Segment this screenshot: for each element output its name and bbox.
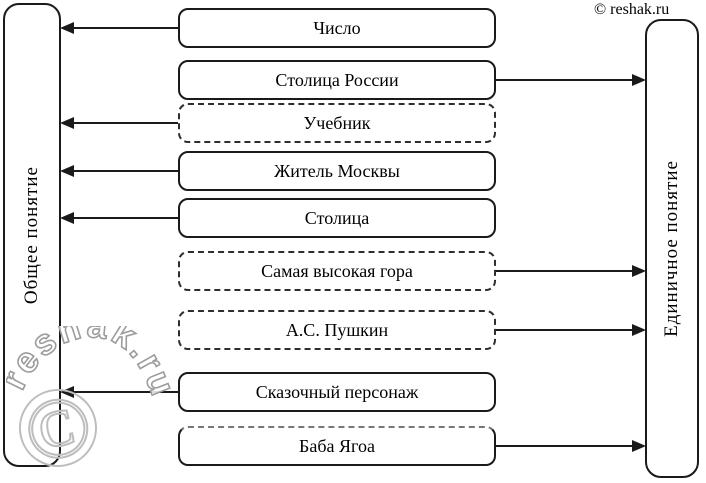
copyright-glyph: © — [16, 374, 100, 481]
arrow-left-line — [72, 217, 178, 219]
general-concept-box: Общее понятие — [3, 3, 61, 467]
arrow-right-head-icon — [632, 265, 646, 277]
arrow-left-head-icon — [60, 22, 74, 34]
reshak-watermark: reshak.ru © — [6, 326, 183, 483]
concept-item-label: Столица России — [275, 69, 399, 90]
arrow-right-line — [496, 270, 632, 272]
arrow-left-head-icon — [60, 165, 74, 177]
arrow-left-line — [72, 170, 178, 172]
arrow-left-head-icon — [60, 386, 74, 398]
arrow-left-line — [72, 391, 178, 393]
concept-item-box: Столица — [178, 198, 496, 238]
general-concept-label: Общее понятие — [21, 165, 42, 305]
concept-item-label: Сказочный персонаж — [255, 381, 419, 402]
concept-item-box: Самая высокая гора — [178, 251, 496, 291]
concept-item-box: Учебник — [178, 103, 496, 143]
single-concept-box: Единичное понятие — [645, 19, 699, 478]
arrow-right-line — [496, 79, 632, 81]
concept-item-box: Баба Ягоа — [178, 426, 496, 466]
concept-item-label: Житель Москвы — [274, 160, 400, 181]
copyright-icon: © — [15, 373, 101, 482]
concept-item-box: Число — [178, 8, 496, 48]
concept-item-label: Число — [313, 17, 361, 38]
arrow-right-head-icon — [632, 74, 646, 86]
concept-item-box: Сказочный персонаж — [178, 372, 496, 412]
concept-item-label: Самая высокая гора — [261, 260, 413, 281]
concept-item-label: Столица — [304, 207, 370, 228]
concept-item-label: А.С. Пушкин — [285, 319, 389, 340]
arrow-right-head-icon — [632, 440, 646, 452]
arrow-left-line — [72, 27, 178, 29]
watermark-top-right: © reshak.ru — [594, 1, 670, 18]
arrow-right-line — [496, 329, 632, 331]
concept-item-box: Житель Москвы — [178, 151, 496, 191]
concept-item-box: А.С. Пушкин — [178, 310, 496, 350]
arrow-right-head-icon — [632, 324, 646, 336]
single-concept-label: Единичное понятие — [661, 160, 682, 337]
concept-item-label: Баба Ягоа — [299, 435, 375, 456]
concept-item-box: Столица России — [178, 60, 496, 100]
arrow-left-line — [72, 122, 178, 124]
arrow-left-head-icon — [60, 212, 74, 224]
arrow-right-line — [496, 445, 632, 447]
concept-item-label: Учебник — [303, 112, 371, 133]
arrow-left-head-icon — [60, 117, 74, 129]
